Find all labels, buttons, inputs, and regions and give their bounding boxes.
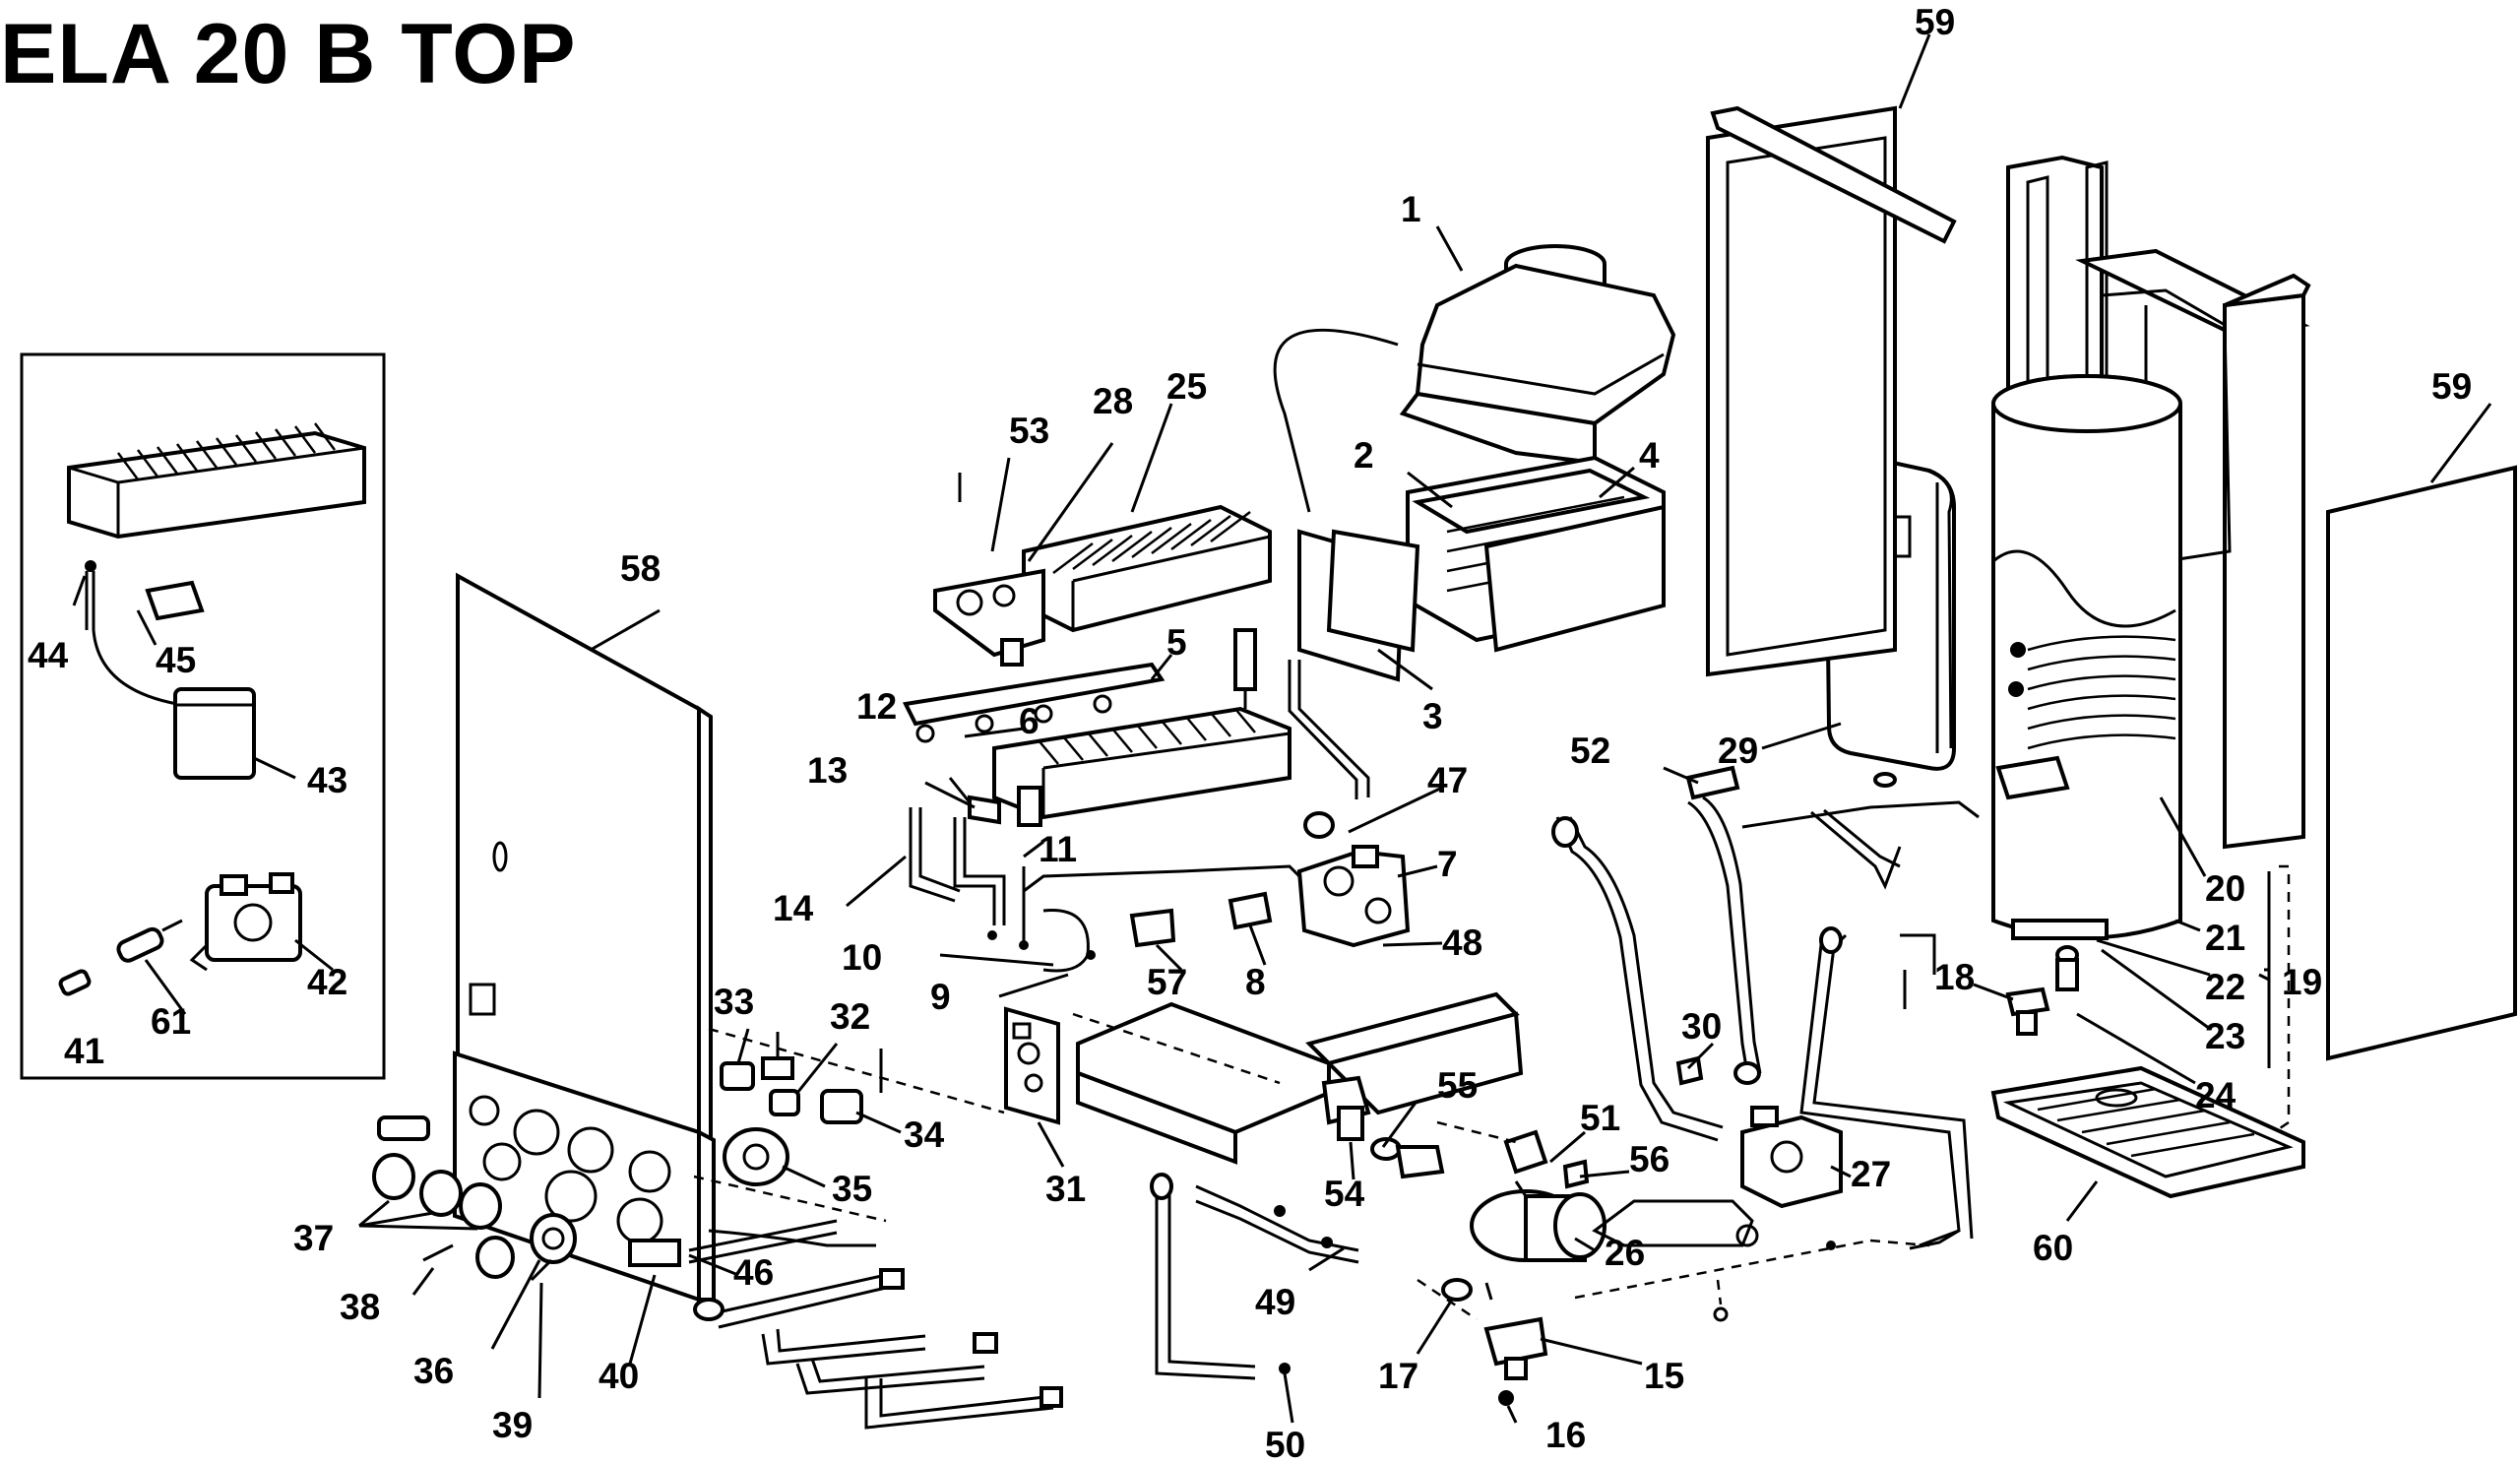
side-panel-right-drawing (2326, 403, 2517, 1061)
callout-51: 51 (1580, 1098, 1620, 1138)
callout-36: 36 (413, 1351, 454, 1391)
sensor-cable (1273, 328, 1399, 513)
callout-2: 2 (1354, 435, 1374, 476)
callout-45: 45 (156, 640, 196, 680)
callout-33: 33 (714, 982, 754, 1022)
callout-11: 11 (1039, 829, 1077, 869)
callout-23: 23 (2205, 1016, 2245, 1056)
callout-20: 20 (2205, 868, 2245, 909)
callout-27: 27 (1851, 1154, 1891, 1194)
combustion-chamber-drawing (1297, 455, 1666, 691)
callout-43: 43 (307, 760, 347, 800)
callout-31: 31 (1045, 1169, 1086, 1209)
callout-14: 14 (773, 888, 814, 928)
tank-connection-pipes-drawing (1741, 800, 1980, 1250)
callout-10: 10 (842, 937, 882, 978)
electrodes-drawing (924, 628, 1370, 859)
inset-thermocouple-drawing (58, 919, 183, 996)
callout-5: 5 (1166, 622, 1187, 663)
callout-58: 58 (620, 548, 661, 589)
callout-18: 18 (1934, 957, 1975, 997)
callout-37: 37 (293, 1218, 334, 1258)
inset-gas-valve-drawing (189, 872, 302, 972)
callout-24: 24 (2195, 1075, 2236, 1115)
side-panel-rear-drawing (1706, 33, 1957, 677)
callout-40: 40 (598, 1356, 639, 1396)
flow-switch-drawing (1337, 1102, 1445, 1180)
callout-25: 25 (1166, 366, 1207, 407)
flue-hood-drawing (1399, 225, 1676, 466)
inset-panel (20, 352, 386, 1080)
hot-water-tank-drawing (1991, 374, 2291, 1134)
callout-17: 17 (1378, 1356, 1418, 1396)
callout-12: 12 (856, 686, 897, 727)
chassis-base-drawing (1072, 991, 1524, 1165)
callout-55: 55 (1437, 1065, 1478, 1106)
drain-cock-drawing (1973, 983, 2050, 1036)
pump-drawing (1470, 1129, 1630, 1262)
callout-13: 13 (807, 750, 848, 791)
inset-burner-drawing (67, 422, 366, 540)
callout-4: 4 (1639, 435, 1660, 476)
callout-1: 1 (1401, 189, 1421, 229)
callout-15: 15 (1644, 1356, 1684, 1396)
callout-59-right: 59 (2431, 366, 2472, 407)
callout-28: 28 (1093, 381, 1133, 421)
inset-frame (20, 352, 386, 1080)
callout-19: 19 (2282, 962, 2322, 1002)
callout-35: 35 (832, 1169, 872, 1209)
callout-56: 56 (1629, 1139, 1670, 1179)
callout-16: 16 (1545, 1415, 1586, 1455)
callout-44: 44 (28, 635, 69, 675)
callout-47: 47 (1427, 760, 1468, 800)
callout-49: 49 (1255, 1282, 1295, 1322)
pilot-tubes-drawing (846, 807, 1301, 998)
page-title: ELA 20 B TOP (0, 7, 577, 101)
callout-3: 3 (1422, 696, 1443, 736)
callout-21: 21 (2205, 918, 2245, 958)
callout-29: 29 (1718, 731, 1758, 771)
callout-61: 61 (151, 1001, 191, 1042)
callout-46: 46 (733, 1252, 774, 1293)
control-panel-drawing (453, 1050, 716, 1365)
heat-exchanger-drawing (933, 403, 1272, 667)
callout-22: 22 (2205, 967, 2245, 1007)
callout-34: 34 (904, 1114, 945, 1155)
callout-26: 26 (1605, 1233, 1645, 1273)
callout-8: 8 (1245, 962, 1266, 1002)
lower-pipes-drawing (688, 1219, 1063, 1430)
safety-valve-drawing (1416, 1239, 1871, 1424)
diverter-valve-drawing (1551, 765, 1852, 1247)
callout-39: 39 (492, 1405, 533, 1445)
water-pipes-lower-drawing (1150, 1173, 1359, 1424)
burner-drawing (902, 654, 1292, 820)
callout-53: 53 (1009, 411, 1049, 451)
control-board-drawing (1004, 1006, 1065, 1168)
callout-9: 9 (930, 977, 951, 1017)
callout-42: 42 (307, 962, 347, 1002)
assembly-dashed-lines (693, 1027, 1930, 1322)
panel-components-drawing (720, 1028, 902, 1188)
callout-7: 7 (1437, 844, 1458, 884)
callout-60: 60 (2033, 1228, 2073, 1268)
callout-59-top: 59 (1915, 2, 1955, 42)
main-gas-valve-drawing (1129, 786, 1443, 972)
callout-labels: 1 2 3 4 5 6 7 8 9 10 11 12 13 14 15 16 1… (28, 2, 2472, 1464)
callout-32: 32 (830, 996, 870, 1037)
callout-54: 54 (1324, 1174, 1365, 1214)
callout-38: 38 (340, 1287, 380, 1327)
callout-30: 30 (1681, 1006, 1722, 1047)
drip-tray-drawing (1990, 1065, 2305, 1222)
inset-ignition-unit-drawing (85, 560, 256, 780)
callout-52: 52 (1570, 731, 1610, 771)
control-knobs-drawing (358, 1115, 577, 1399)
callout-41: 41 (64, 1031, 104, 1071)
callout-57: 57 (1147, 962, 1187, 1002)
callout-6: 6 (1019, 701, 1040, 741)
callout-48: 48 (1442, 923, 1482, 963)
callout-50: 50 (1265, 1425, 1305, 1464)
